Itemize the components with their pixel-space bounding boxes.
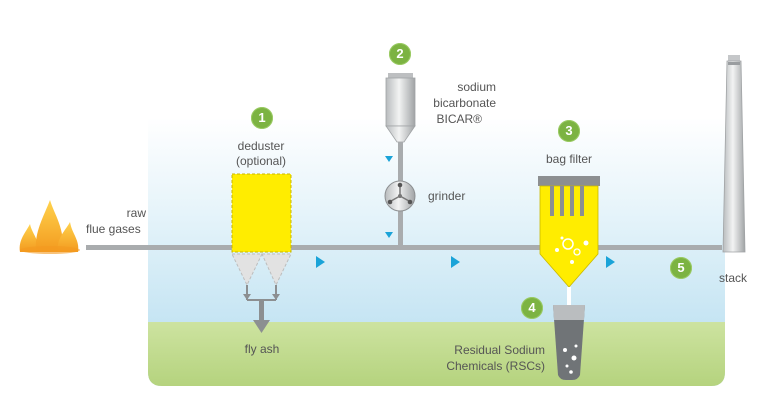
raw-label: raw — [126, 206, 146, 220]
deduster-box — [231, 173, 292, 253]
step-badge-4: 4 — [521, 297, 543, 319]
residual-sodium-label: Residual Sodium — [454, 343, 545, 357]
bag-filter-icon — [538, 176, 600, 288]
fly-ash-arrow-icon — [253, 320, 270, 333]
grinder-icon — [384, 180, 416, 212]
flow-arrow-icon-2 — [451, 256, 460, 268]
silo — [385, 73, 416, 246]
step-badge-2: 2 — [389, 43, 411, 65]
flow-arrow-icon-1 — [316, 256, 325, 268]
feed-arrow-icon-bottom — [385, 232, 393, 238]
fly-ash-small-arrow-right — [272, 294, 280, 300]
deduster-hoppers — [231, 253, 292, 287]
deduster-label: deduster — [237, 139, 285, 153]
bicarbonate-label: bicarbonate — [433, 96, 496, 110]
bag-filter-label: bag filter — [545, 152, 593, 166]
deduster-optional-label: (optional) — [235, 154, 287, 168]
fly-ash-stem — [259, 300, 264, 320]
flue-pipe — [86, 245, 722, 250]
feed-arrow-icon-top — [385, 156, 393, 162]
bag-filter-outlet — [567, 287, 571, 313]
stack-icon — [722, 55, 746, 253]
flow-arrow-icon-3 — [606, 256, 615, 268]
bicar-label: BICAR® — [436, 112, 482, 126]
grinder-label: grinder — [428, 189, 466, 203]
fly-ash-small-arrow-left — [243, 294, 251, 300]
step-badge-3: 3 — [558, 120, 580, 142]
step-badge-5: 5 — [670, 257, 692, 279]
residual-chemicals-label: Chemicals (RSCs) — [446, 359, 545, 373]
flames-icon — [19, 200, 80, 254]
stack-label: stack — [719, 271, 748, 285]
step-badge-1: 1 — [251, 107, 273, 129]
flue-gases-label: flue gases — [86, 222, 141, 236]
fly-ash-label: fly ash — [244, 342, 280, 356]
sodium-label: sodium — [457, 80, 496, 94]
residual-container-icon — [553, 305, 585, 380]
